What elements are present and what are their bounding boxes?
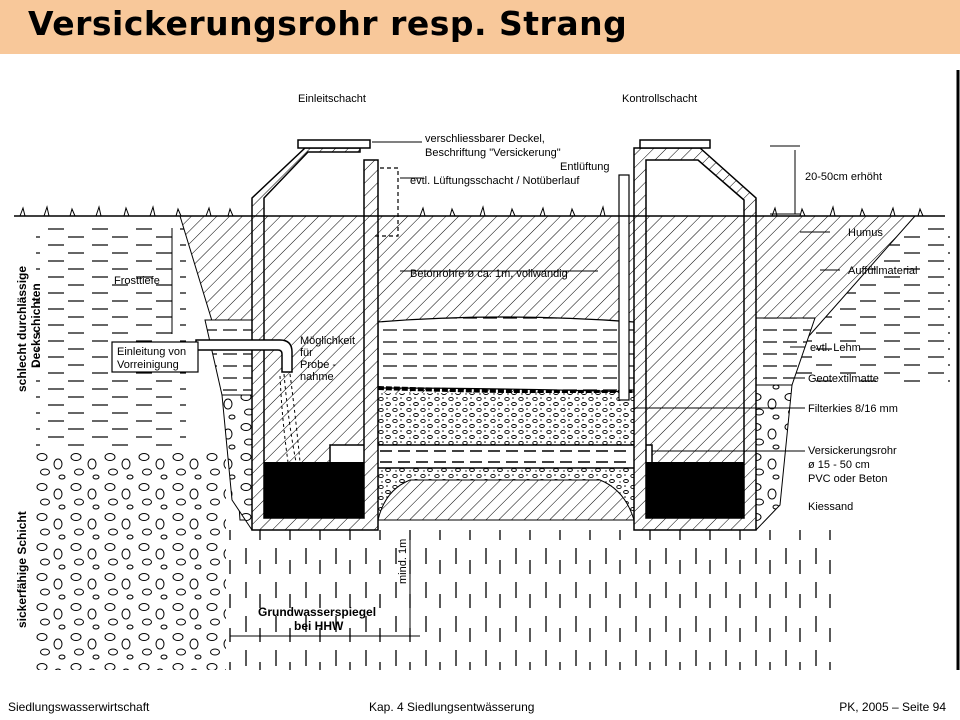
ground-surface — [14, 205, 945, 217]
label-rohr-1: Versickerungsrohr — [808, 445, 897, 457]
footer-course: Siedlungswasserwirtschaft — [8, 700, 150, 714]
einleitschacht-shaft — [251, 139, 379, 531]
label-betonrohre: Betonrohre ø ca. 1m, vollwandig — [410, 268, 568, 280]
loam-mid — [377, 316, 635, 393]
einleitung-box — [111, 341, 199, 373]
diagram-area: Einleitschacht Kontrollschacht verschlie… — [0, 54, 960, 696]
label-rohr-3: PVC oder Beton — [808, 473, 888, 485]
label-moeglichkeit-2: für — [300, 347, 313, 359]
label-einleitung-2: Vorreinigung — [117, 359, 179, 371]
label-humus: Humus — [848, 227, 883, 239]
label-gw-1: Grundwasserspiegel — [258, 605, 376, 619]
label-gw-2: bei HHW — [294, 619, 344, 633]
label-side-top-2: Deckschichten — [29, 283, 43, 368]
label-einleitschacht: Einleitschacht — [298, 93, 366, 105]
infiltration-pipe — [329, 444, 653, 469]
right-gravel — [755, 384, 793, 532]
label-kiessand: Kiessand — [808, 501, 853, 513]
label-entlueftung: Entlüftung — [560, 161, 610, 173]
filter-gravel — [378, 393, 634, 445]
label-deckel-1: verschliessbarer Deckel, — [425, 133, 545, 145]
label-moeglichkeit-3: Probe - — [300, 359, 336, 371]
label-lueftungsschacht: evtl. Lüftungsschacht / Notüberlauf — [410, 175, 580, 187]
label-rohr-2: ø 15 - 50 cm — [808, 459, 870, 471]
label-lehm: evtl. Lehm — [810, 342, 861, 354]
footer-chapter: Kap. 4 Siedlungsentwässerung — [369, 700, 535, 714]
subsoil — [226, 530, 836, 670]
label-moeglichkeit-4: nahme — [300, 371, 334, 383]
mid-hatch — [378, 216, 634, 321]
label-frosttiefe: Frosttiefe — [114, 275, 160, 287]
inlet-pipe — [195, 339, 301, 463]
slide-title: Versickerungsrohr resp. Strang — [28, 4, 628, 43]
infiltration-diagram: Einleitschacht Kontrollschacht verschlie… — [14, 70, 960, 670]
label-mind: mind. 1m — [397, 539, 409, 584]
kontrollschacht-shaft — [633, 139, 757, 531]
label-erhoeht: 20-50cm erhöht — [805, 171, 882, 183]
label-einleitung-1: Einleitung von — [117, 346, 186, 358]
gravel-under-pipe — [377, 467, 635, 521]
label-geotextil: Geotextilmatte — [808, 373, 879, 385]
air-shaft — [372, 167, 399, 237]
leader-lines — [171, 141, 840, 637]
footer: Siedlungswasserwirtschaft Kap. 4 Siedlun… — [0, 696, 960, 720]
vent-pipe — [618, 174, 630, 401]
label-filterkies: Filterkies 8/16 mm — [808, 403, 898, 415]
left-gravel — [221, 394, 253, 532]
footer-page: PK, 2005 – Seite 94 — [839, 700, 946, 714]
label-auffuellmaterial: Auffüllmaterial — [848, 265, 918, 277]
loam-left — [204, 319, 253, 396]
geotextile-mid — [377, 386, 635, 394]
label-kontrollschacht: Kontrollschacht — [622, 93, 697, 105]
label-side-top-1: schlecht durchlässige — [15, 266, 29, 392]
title-bar: Versickerungsrohr resp. Strang — [0, 0, 960, 54]
label-side-bottom: sickerfähige Schicht — [15, 511, 29, 628]
label-moeglichkeit-1: Möglichkeit — [300, 335, 355, 347]
label-deckel-2: Beschriftung "Versickerung" — [425, 147, 561, 159]
